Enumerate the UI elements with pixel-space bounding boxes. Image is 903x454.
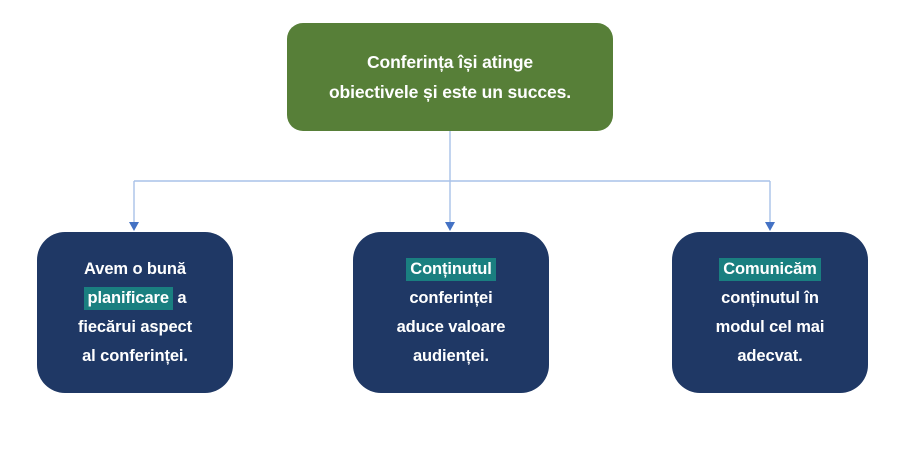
child-node-text: Comunicăm conținutul în modul cel mai adecv… <box>715 255 825 371</box>
text-segment: adecvat. <box>737 346 803 365</box>
text-segment: audienței. <box>412 346 489 365</box>
child-node-communication: Comunicăm conținutul în modul cel mai adecv… <box>672 232 868 393</box>
highlighted-term: Conținutul <box>406 257 496 281</box>
text-segment: al conferinței. <box>82 346 188 365</box>
text-segment: fiecărui aspect <box>77 317 193 336</box>
child-node-text: Conținutul conferinței aduce valoare audien… <box>396 255 506 371</box>
arrow-down-icon <box>445 222 455 231</box>
text-segment: Avem o bună <box>84 259 186 278</box>
root-node-text: Conferința își atinge obiectivele și est… <box>329 47 571 107</box>
child-node-planning: Avem o bună planificare a fiecărui aspect a… <box>37 232 233 393</box>
text-segment: conferinței <box>409 288 493 307</box>
text-segment: aduce valoare <box>396 317 506 336</box>
text-segment: conținutul în <box>721 288 819 307</box>
text-segment: a <box>172 288 187 307</box>
highlighted-term: Comunicăm <box>719 257 821 281</box>
child-node-text: Avem o bună planificare a fiecărui aspect a… <box>78 255 192 371</box>
root-node-line: obiectivele și este un succes. <box>328 82 572 102</box>
arrow-down-icon <box>765 222 775 231</box>
text-segment: modul cel mai <box>715 317 825 336</box>
arrow-down-icon <box>129 222 139 231</box>
root-node-line: Conferința își atinge <box>366 52 534 72</box>
root-node: Conferința își atinge obiectivele și est… <box>287 23 613 131</box>
highlighted-term: planificare <box>83 286 173 310</box>
child-node-content: Conținutul conferinței aduce valoare audien… <box>353 232 549 393</box>
